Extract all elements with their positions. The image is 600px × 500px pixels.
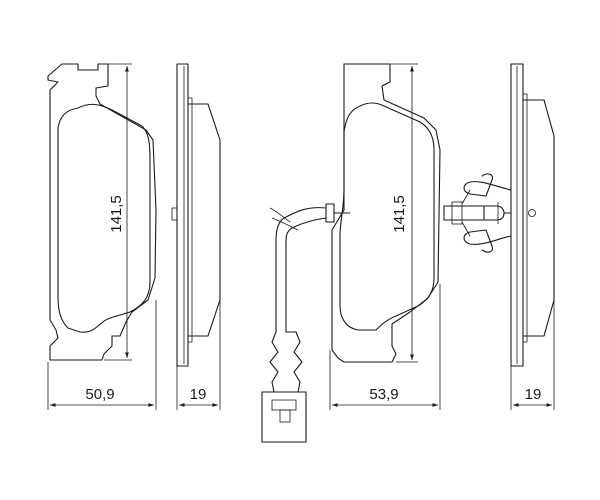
pad2-side-view	[510, 63, 555, 367]
pad1-front-view	[47, 63, 157, 361]
retaining-clip	[443, 173, 512, 253]
pad1-side-backing-plate	[176, 63, 189, 367]
pad2-thickness-dimension: 19	[510, 300, 555, 410]
pad2-backing-plate	[331, 63, 441, 363]
pad2-front-view	[331, 63, 441, 363]
pad2-width-dimension: 53,9	[329, 284, 441, 410]
pad2-side-friction	[522, 99, 555, 337]
pad1-height-label: 141,5	[108, 195, 125, 233]
pad2-side-backing-plate	[510, 63, 524, 367]
pad1-thickness-dimension: 19	[176, 300, 221, 410]
pad2-friction-material	[339, 102, 435, 331]
pad1-height-dimension: 141,5	[104, 63, 132, 361]
pad1-width-label: 50,9	[85, 386, 114, 403]
pad1-thickness-label: 19	[190, 386, 207, 403]
pad1-side-view	[171, 63, 221, 367]
wear-sensor	[261, 203, 351, 443]
sensor-connector	[261, 391, 307, 443]
pad2-thickness-label: 19	[525, 386, 542, 403]
pad1-side-friction	[187, 103, 221, 337]
pad1-width-dimension: 50,9	[47, 300, 157, 410]
pad1-friction-material	[57, 103, 151, 333]
pad2-height-label: 141,5	[391, 195, 408, 233]
pad1-backing-plate	[47, 63, 157, 361]
pad2-height-dimension: 141,5	[390, 63, 418, 363]
pad2-width-label: 53,9	[369, 386, 398, 403]
sensor-boot	[269, 331, 303, 393]
